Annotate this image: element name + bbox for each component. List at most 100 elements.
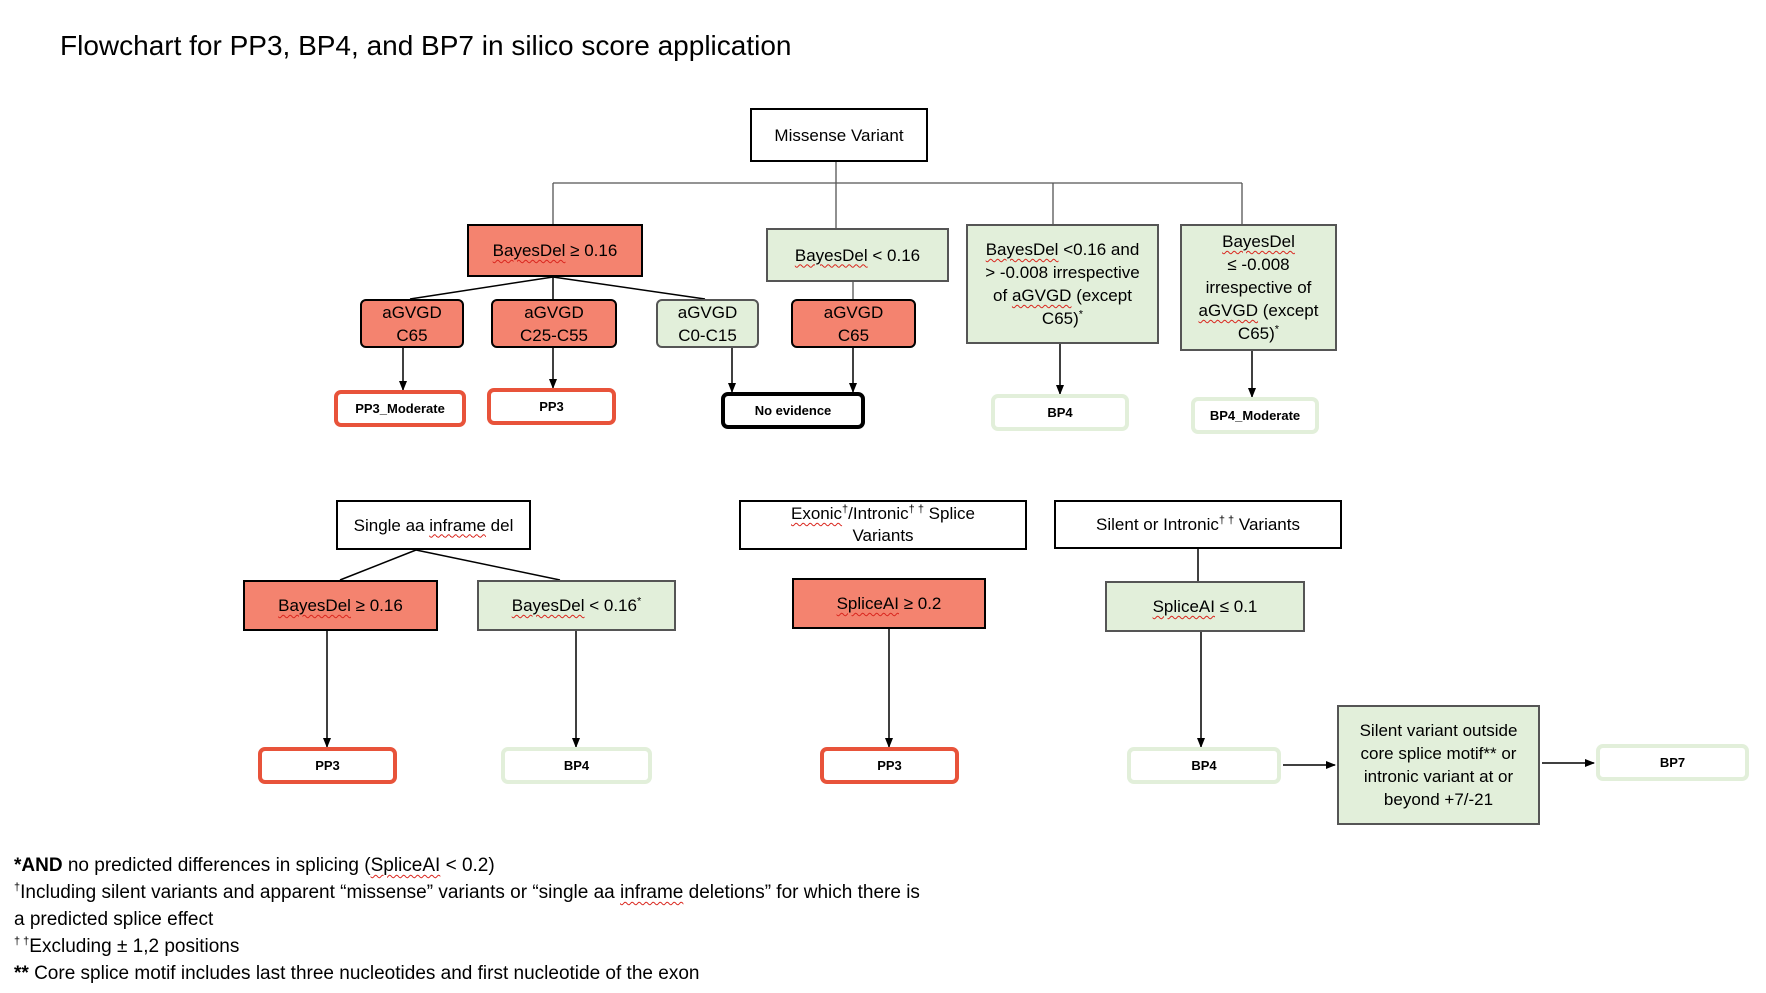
asterisk-footnote-mark: * xyxy=(636,595,642,608)
bayesdel-term: BayesDel xyxy=(1222,232,1295,251)
bp4-moderate-line2: ≤ -0.008 xyxy=(1227,255,1290,274)
spliceai-term: SpliceAI xyxy=(370,855,441,876)
bayesdel-term: BayesDel xyxy=(278,596,351,615)
inframe-term: inframe xyxy=(620,882,684,903)
bp7-criteria-line4: beyond +7/-21 xyxy=(1383,790,1494,809)
bp4-criteria-line4: C65) xyxy=(1041,309,1079,328)
spliceai-term: SpliceAI xyxy=(1152,597,1215,616)
page-title: Flowchart for PP3, BP4, and BP7 in silic… xyxy=(60,30,792,61)
agvgd-label: aGVGD xyxy=(382,302,442,322)
agvgd-c25-c55-box: aGVGD C25-C55 xyxy=(491,299,617,348)
bayesdel-term: BayesDel xyxy=(511,596,585,615)
inframe-root-post: del xyxy=(485,515,514,535)
silent-root-post: Variants xyxy=(1234,515,1300,534)
bp4-criteria-line3-pre: of xyxy=(993,286,1012,305)
footnotes: *AND no predicted differences in splicin… xyxy=(14,852,920,987)
dagger-footnote-mark: † xyxy=(842,503,849,516)
agvgd-class: C65 xyxy=(837,325,870,345)
agvgd-c65-box: aGVGD C65 xyxy=(360,299,464,348)
bayesdel-high-threshold: ≥ 0.16 xyxy=(350,596,403,615)
inframe-outcome-bp4: BP4 xyxy=(501,747,652,784)
agvgd-class: C65 xyxy=(396,325,428,345)
footnote-asterisk-pre: no predicted differences in splicing ( xyxy=(62,855,371,876)
agvgd-label: aGVGD xyxy=(677,302,738,322)
outcome-label: BP7 xyxy=(1659,755,1686,770)
silent-outcome-bp4: BP4 xyxy=(1127,747,1281,784)
outcome-label: PP3_Moderate xyxy=(355,401,445,416)
single-aa-inframe-del-box: Single aa inframe del xyxy=(336,500,531,550)
bp4-moderate-line5: C65) xyxy=(1237,324,1275,343)
outcome-label: PP3 xyxy=(539,399,564,414)
footnote-double-asterisk: ** Core splice motif includes last three… xyxy=(14,960,920,987)
spliceai-high-box: SpliceAI ≥ 0.2 xyxy=(792,578,986,629)
silent-intronic-variants-box: Silent or Intronic† † Variants xyxy=(1054,500,1342,549)
spliceai-high-threshold: ≥ 0.2 xyxy=(898,594,942,613)
outcome-bp7: BP7 xyxy=(1596,744,1749,781)
footnote-double-asterisk-bold: ** xyxy=(14,963,29,984)
splice-outcome-pp3: PP3 xyxy=(820,747,959,784)
dagger-footnote-mark: † xyxy=(14,881,21,894)
bayesdel-low-box: BayesDel < 0.16 xyxy=(766,228,949,282)
footnote-double-dagger-text: Excluding ± 1,2 positions xyxy=(29,936,240,957)
agvgd-term: aGVGD xyxy=(1198,301,1259,320)
bp4-moderate-line3: irrespective of xyxy=(1205,278,1312,297)
bp7-criteria-box: Silent variant outside core splice motif… xyxy=(1337,705,1540,825)
inframe-bayesdel-high-box: BayesDel ≥ 0.16 xyxy=(243,580,438,631)
agvgd-class: C25-C55 xyxy=(519,325,589,345)
bayesdel-term: BayesDel xyxy=(492,241,566,260)
outcome-pp3-moderate: PP3_Moderate xyxy=(334,390,466,427)
bp7-criteria-line2: core splice motif** or xyxy=(1360,744,1517,763)
inframe-root-pre: Single aa xyxy=(353,515,430,535)
bp4-moderate-criteria-box: BayesDel ≤ -0.008 irrespective of aGVGD … xyxy=(1180,224,1337,351)
agvgd-c65-second-box: aGVGD C65 xyxy=(791,299,916,348)
bayesdel-term: BayesDel xyxy=(985,240,1059,259)
footnote-dagger-pre: Including silent variants and apparent “… xyxy=(20,882,620,903)
spliceai-low-threshold: ≤ 0.1 xyxy=(1214,597,1258,616)
splice-variants-box: Exonic†/Intronic† † Splice Variants xyxy=(739,500,1027,550)
bp4-criteria-line2: > -0.008 irrespective xyxy=(985,263,1140,282)
bayesdel-term: BayesDel xyxy=(794,245,868,265)
footnote-double-dagger: † †Excluding ± 1,2 positions xyxy=(14,933,920,960)
bayesdel-high-threshold: ≥ 0.16 xyxy=(565,241,618,260)
exonic-term: Exonic xyxy=(791,504,843,523)
outcome-label: BP4 xyxy=(563,758,590,773)
outcome-label: BP4_Moderate xyxy=(1209,408,1301,423)
bayesdel-low-threshold: < 0.16 xyxy=(584,596,637,615)
bayesdel-high-box: BayesDel ≥ 0.16 xyxy=(467,224,643,277)
footnote-asterisk: *AND no predicted differences in splicin… xyxy=(14,852,920,879)
double-dagger-footnote-mark: † † xyxy=(908,503,924,516)
outcome-label: BP4 xyxy=(1191,758,1217,773)
spliceai-term: SpliceAI xyxy=(836,594,899,613)
agvgd-label: aGVGD xyxy=(524,302,584,322)
outcome-label: PP3 xyxy=(315,758,340,773)
outcome-no-evidence: No evidence xyxy=(721,392,865,429)
footnote-asterisk-post: < 0.2) xyxy=(440,855,495,876)
spliceai-low-box: SpliceAI ≤ 0.1 xyxy=(1105,581,1305,632)
missense-variant-box: Missense Variant xyxy=(750,108,928,162)
bp4-moderate-line4-post: (except xyxy=(1258,301,1319,320)
agvgd-class: C0-C15 xyxy=(678,325,737,345)
double-dagger-footnote-mark: † † xyxy=(1218,514,1235,527)
bp4-criteria-box: BayesDel <0.16 and > -0.008 irrespective… xyxy=(966,224,1159,344)
asterisk-footnote-mark: * xyxy=(1078,308,1084,321)
agvgd-label: aGVGD xyxy=(823,302,884,322)
agvgd-c0-c15-box: aGVGD C0-C15 xyxy=(656,299,759,348)
footnote-dagger-post: deletions” for which there is xyxy=(683,882,920,903)
bp4-criteria-line3-post: (except xyxy=(1071,286,1132,305)
footnote-asterisk-bold: *AND xyxy=(14,855,63,876)
bp4-criteria-line1: <0.16 and xyxy=(1058,240,1140,259)
missense-variant-label: Missense Variant xyxy=(774,125,904,145)
double-dagger-footnote-mark: † † xyxy=(14,935,30,948)
asterisk-footnote-mark: * xyxy=(1274,323,1280,336)
outcome-bp4-moderate: BP4_Moderate xyxy=(1191,397,1319,434)
splice-root-line2: Variants xyxy=(852,526,914,545)
inframe-bayesdel-low-box: BayesDel < 0.16* xyxy=(477,580,676,631)
inframe-term: inframe xyxy=(429,515,486,535)
inframe-outcome-pp3: PP3 xyxy=(258,747,397,784)
outcome-bp4: BP4 xyxy=(991,394,1129,431)
footnote-double-asterisk-text: Core splice motif includes last three nu… xyxy=(28,963,700,984)
silent-root-pre: Silent or Intronic xyxy=(1096,515,1219,534)
outcome-pp3: PP3 xyxy=(487,388,616,425)
agvgd-term: aGVGD xyxy=(1011,286,1072,305)
